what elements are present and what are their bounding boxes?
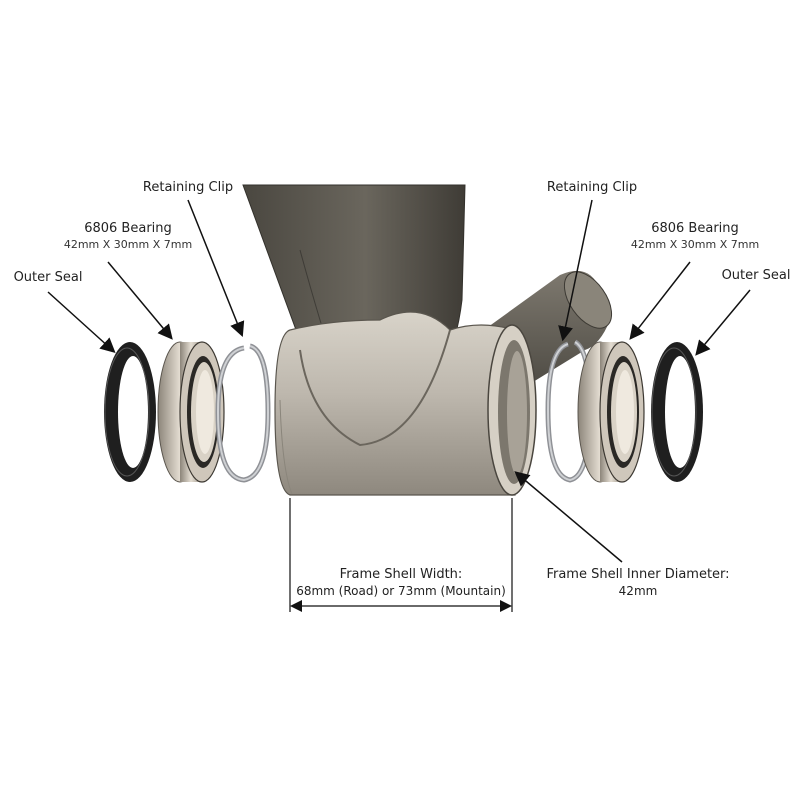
- right-outer-seal-title: Outer Seal: [721, 268, 791, 283]
- leader-lines: [47, 199, 751, 563]
- leader-inner-diameter: [514, 471, 623, 563]
- right-bearing-title: 6806 Bearing: [651, 221, 739, 236]
- left-retaining-clip: [215, 343, 271, 483]
- shell-width-label: Frame Shell Width: 68mm (Road) or 73mm (…: [282, 567, 520, 599]
- left-bearing: [157, 341, 225, 483]
- left-outer-seal-label: Outer Seal: [0, 270, 96, 286]
- shell-width-values: 68mm (Road) or 73mm (Mountain): [296, 584, 506, 598]
- right-bearing-spec: 42mm X 30mm X 7mm: [630, 238, 760, 251]
- leader-left-outer-seal: [47, 291, 116, 354]
- leader-right-retaining-clip: [558, 199, 593, 342]
- leader-right-bearing: [629, 261, 691, 340]
- shell-width-dimension: [289, 498, 513, 612]
- leader-left-bearing: [107, 261, 173, 340]
- leader-left-retaining-clip: [187, 199, 245, 337]
- left-retaining-clip-title: Retaining Clip: [142, 180, 234, 195]
- right-outer-seal: [651, 342, 703, 482]
- left-bearing-title: 6806 Bearing: [84, 221, 172, 236]
- left-outer-seal: [104, 342, 156, 482]
- right-bearing-label: 6806 Bearing 42mm X 30mm X 7mm: [620, 221, 770, 253]
- inner-diameter-value: 42mm: [618, 584, 658, 598]
- inner-diameter-title: Frame Shell Inner Diameter:: [546, 567, 730, 582]
- inner-diameter-label: Frame Shell Inner Diameter: 42mm: [538, 567, 738, 599]
- shell-width-title: Frame Shell Width:: [339, 567, 463, 582]
- left-retaining-clip-label: Retaining Clip: [128, 180, 248, 196]
- right-bearing: [577, 341, 645, 483]
- leader-right-outer-seal: [695, 289, 751, 356]
- right-retaining-clip-title: Retaining Clip: [546, 180, 638, 195]
- left-outer-seal-title: Outer Seal: [13, 270, 83, 285]
- right-outer-seal-label: Outer Seal: [712, 268, 800, 284]
- frame-shell: [274, 311, 537, 496]
- left-bearing-label: 6806 Bearing 42mm X 30mm X 7mm: [58, 221, 198, 253]
- right-retaining-clip-label: Retaining Clip: [532, 180, 652, 196]
- left-bearing-spec: 42mm X 30mm X 7mm: [63, 238, 193, 251]
